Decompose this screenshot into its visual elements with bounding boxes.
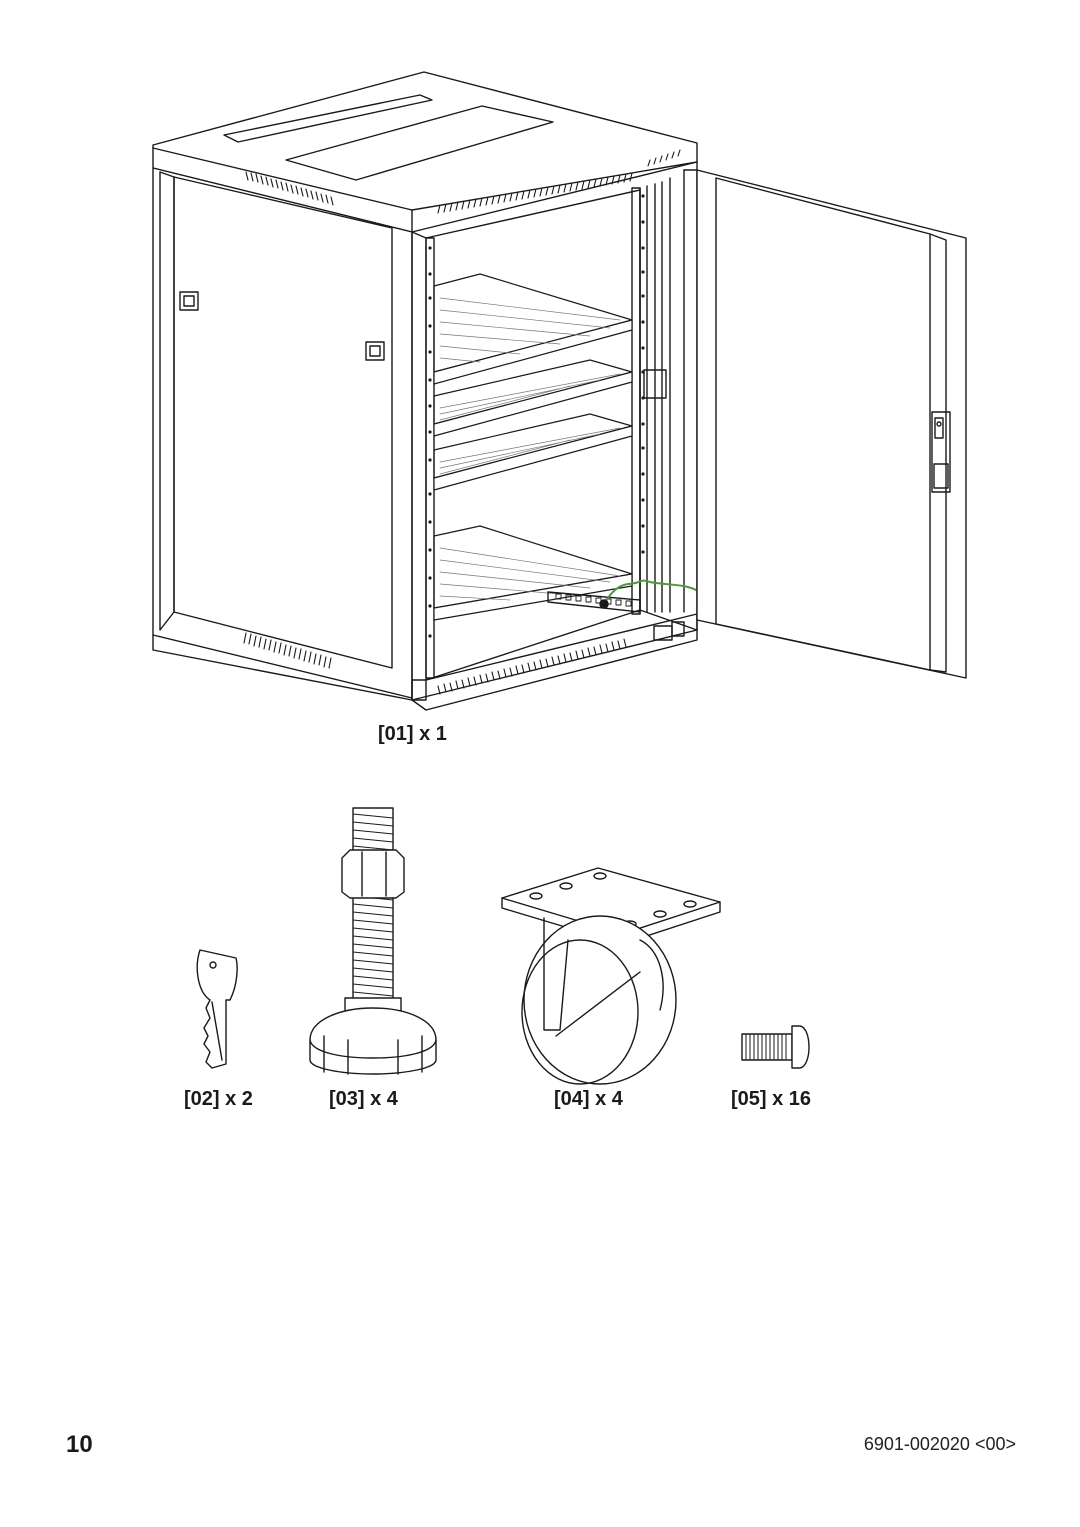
part-label-03: [03] x 4 (329, 1088, 398, 1110)
part-label-05: [05] x 16 (731, 1088, 812, 1110)
part-label-02: [02] x 2 (184, 1088, 253, 1110)
part-label-04: [04] x 4 (554, 1088, 623, 1110)
caster-wheel-drawing (501, 867, 721, 1085)
leveling-foot-drawing (309, 807, 437, 1075)
document-id: 6901-002020 <00> (863, 1434, 1016, 1454)
rack-cabinet-drawing (152, 71, 967, 711)
page-number: 10 (66, 1431, 93, 1458)
part-label-01: [01] x 1 (378, 723, 447, 745)
screw-drawing (741, 1025, 810, 1069)
key-drawing (196, 949, 238, 1069)
